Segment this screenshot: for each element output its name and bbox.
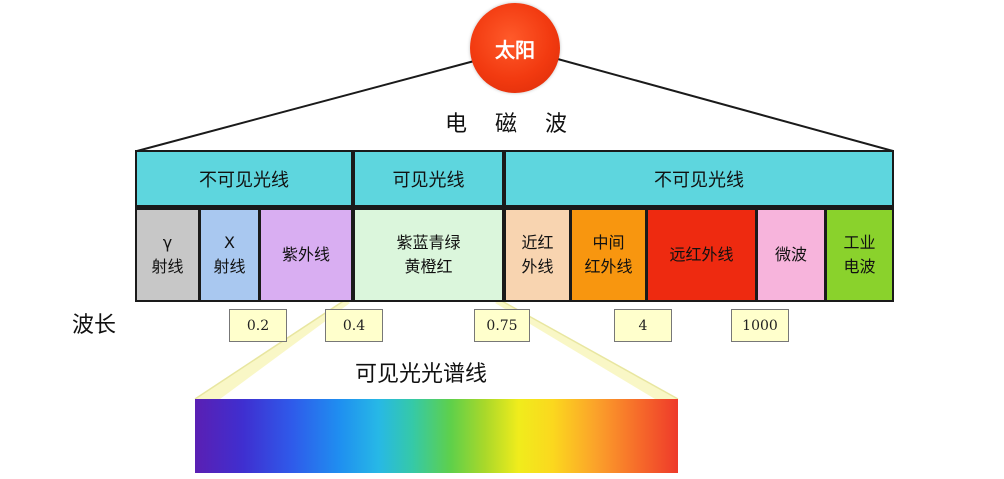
category-invisible-long: 不可见光线 xyxy=(506,152,892,205)
band-x-ray: X 射线 xyxy=(201,210,258,300)
band-visible-colors: 紫蓝青绿 黄橙红 xyxy=(355,210,502,300)
fan-line-right xyxy=(553,57,894,152)
sun-label: 太阳 xyxy=(495,37,535,62)
wavelength-mark-0-2: 0.2 xyxy=(229,309,287,342)
wavelength-mark-1000: 1000 xyxy=(731,309,789,342)
visible-spectrum-bar xyxy=(195,399,678,473)
category-visible: 可见光线 xyxy=(355,152,502,205)
wavelength-mark-4: 4 xyxy=(614,309,672,342)
category-invisible-short: 不可见光线 xyxy=(137,152,351,205)
em-wave-title: 电磁波 xyxy=(444,112,595,137)
band-far-infrared: 远红外线 xyxy=(648,210,755,300)
wavelength-label: 波长 xyxy=(72,313,117,338)
band-near-infrared: 近红 外线 xyxy=(506,210,569,300)
band-microwave: 微波 xyxy=(758,210,824,300)
visible-edge-left xyxy=(194,299,346,400)
wavelength-mark-0-4: 0.4 xyxy=(325,309,383,342)
band-gamma-ray: γ 射线 xyxy=(137,210,198,300)
sun-circle: 太阳 xyxy=(470,3,560,93)
visible-spectrum-title: 可见光光谱线 xyxy=(355,362,488,387)
band-ultraviolet: 紫外线 xyxy=(261,210,351,300)
fan-line-left xyxy=(136,59,479,152)
band-mid-infrared: 中间 红外线 xyxy=(572,210,645,300)
band-industrial-radio: 工业 电波 xyxy=(827,210,892,300)
wavelength-mark-0-75: 0.75 xyxy=(474,309,530,342)
